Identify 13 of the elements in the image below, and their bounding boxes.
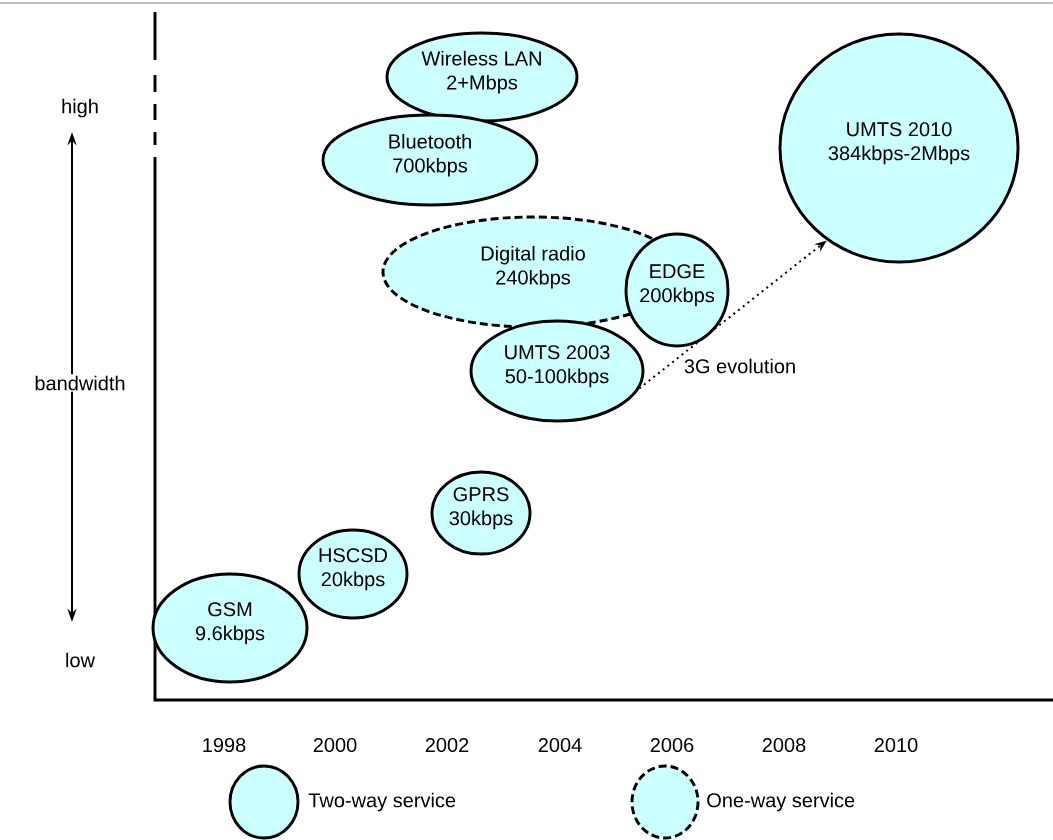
year-label: 2010	[872, 736, 920, 754]
legend-label: Two-way service	[308, 792, 456, 812]
year-label: 2000	[311, 736, 359, 754]
year-label: 2004	[536, 736, 584, 754]
axis-label: bandwidth	[33, 374, 127, 392]
year-label: 2008	[760, 736, 808, 754]
year-label: 2006	[648, 736, 696, 754]
edge-label: 3G evolution	[682, 357, 798, 375]
axis-label: high	[59, 97, 101, 119]
year-label: 1998	[200, 736, 248, 754]
axis-label: low	[63, 651, 97, 669]
year-label: 2002	[423, 736, 471, 754]
legend-label: One-way service	[707, 792, 855, 812]
